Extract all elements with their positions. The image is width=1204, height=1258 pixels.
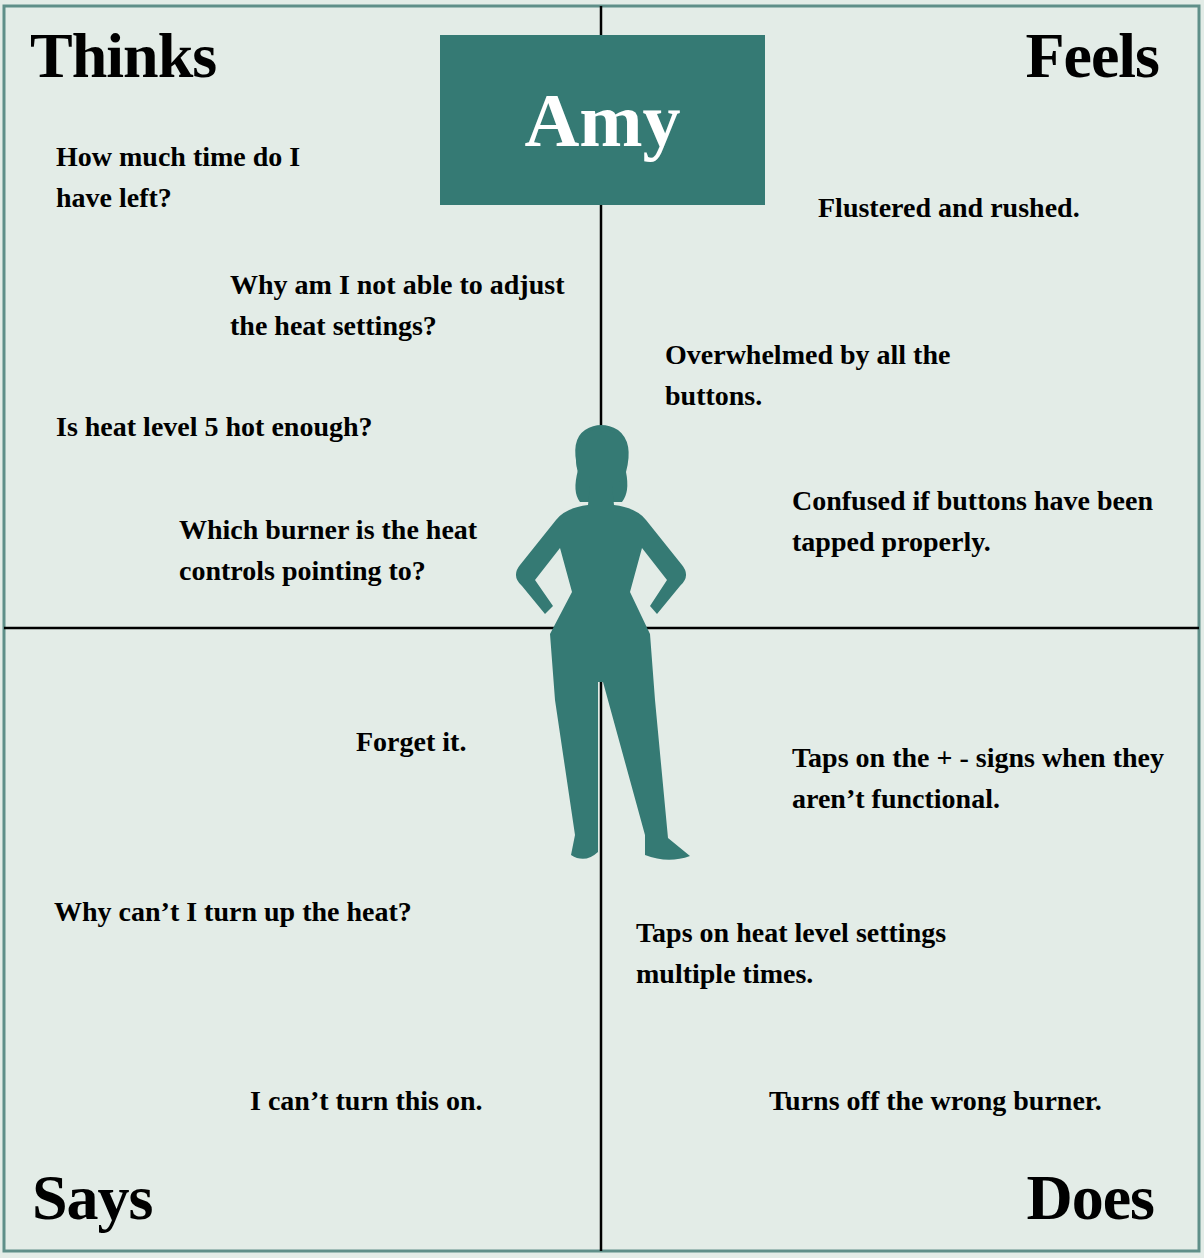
map-note: Turns off the wrong burner. (769, 1080, 1189, 1121)
says-quadrant: Says Forget it. Why can’t I turn up the he… (4, 628, 601, 1251)
persona-name-box: Amy (440, 35, 765, 205)
map-note: How much time do I have left? (56, 136, 356, 218)
map-note: I can’t turn this on. (250, 1080, 590, 1121)
map-note: Forget it. (356, 721, 586, 762)
map-note: Taps on heat level settings multiple tim… (636, 912, 1016, 994)
does-quadrant: Does Taps on the + - signs when they aren… (601, 628, 1199, 1251)
map-note: Overwhelmed by all the buttons. (665, 334, 1015, 416)
map-note: Is heat level 5 hot enough? (56, 406, 476, 447)
map-note: Confused if buttons have been tapped pro… (792, 480, 1172, 562)
quadrant-heading: Says (32, 1162, 153, 1234)
map-note: Which burner is the heat controls pointi… (179, 509, 544, 591)
map-note: Why am I not able to adjust the heat set… (230, 264, 595, 346)
quadrant-heading: Feels (1025, 20, 1159, 92)
quadrant-heading: Does (1026, 1162, 1154, 1234)
outer-border (4, 6, 1199, 1251)
quadrant-heading: Thinks (30, 20, 216, 92)
map-note: Why can’t I turn up the heat? (54, 891, 574, 932)
woman-silhouette (516, 425, 690, 860)
feels-quadrant: FeelsFlustered and rushed. Overwhelmed by… (601, 6, 1199, 628)
map-note: Taps on the + - signs when they aren’t f… (792, 737, 1177, 819)
map-note: Flustered and rushed. (818, 187, 1178, 228)
persona-name: Amy (524, 77, 680, 163)
